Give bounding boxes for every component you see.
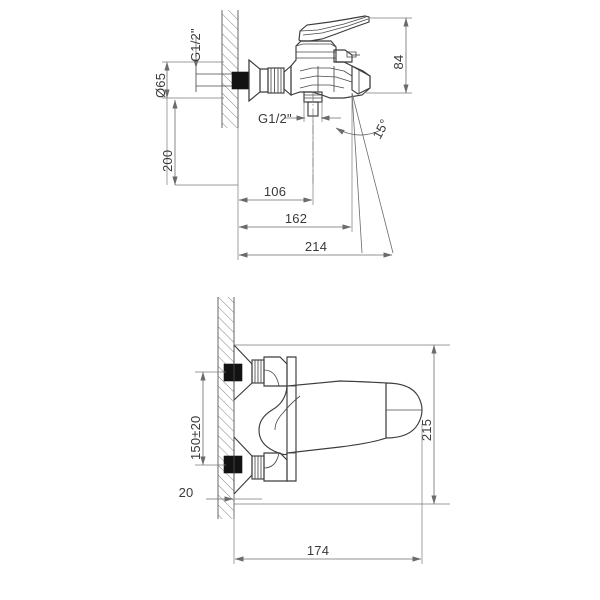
wall-section-bottom (217, 297, 235, 519)
union-elbow-upper (251, 356, 288, 387)
dim-label-162: 162 (285, 211, 307, 226)
dim-label-dia65: Ø65 (153, 73, 168, 98)
mixer-body-top (290, 15, 371, 99)
dim-label-215: 215 (419, 419, 434, 441)
dim-106: 106 (237, 116, 314, 205)
wall-section-top (221, 10, 239, 128)
dim-215: 215 (234, 344, 450, 505)
spout-body-front (258, 380, 423, 456)
dim-label-106: 106 (264, 184, 286, 199)
inlet-nipple-upper (223, 363, 243, 382)
dim-200: 200 (160, 98, 238, 186)
mixer-body-front (286, 356, 297, 482)
dim-label-200: 200 (160, 150, 175, 172)
escutcheon-top (248, 58, 269, 103)
dim-label-174: 174 (307, 543, 329, 558)
dim-dia65: Ø65 (153, 61, 224, 99)
dim-150pm20: 150±20 (188, 371, 226, 466)
dim-label-84: 84 (391, 55, 406, 70)
dim-label-150pm20: 150±20 (188, 416, 203, 461)
side-elevation-view: G1/2" Ø65 84 G1/2" 15 (153, 10, 412, 260)
inlet-nipple-lower (223, 455, 243, 474)
dim-label-20: 20 (179, 485, 194, 500)
union-elbow-lower (251, 452, 288, 482)
dim-label-g12-top: G1/2" (188, 28, 203, 62)
dim-214: 214 (237, 205, 393, 260)
dim-84: 84 (366, 17, 412, 94)
dim-174: 174 (233, 424, 423, 564)
dim-g12-top: G1/2" (188, 28, 203, 69)
dim-g12-bottom: G1/2" (258, 102, 341, 126)
dim-label-g12-bottom: G1/2" (258, 111, 292, 126)
dim-162: 162 (238, 95, 353, 232)
dim-20: 20 (179, 485, 262, 504)
dim-angle-15: 15° (335, 92, 394, 254)
dim-label-214: 214 (305, 239, 327, 254)
union-nut-top (267, 64, 292, 97)
dim-label-angle-15: 15° (369, 116, 392, 141)
front-elevation-view: 150±20 215 20 174 (179, 297, 450, 564)
